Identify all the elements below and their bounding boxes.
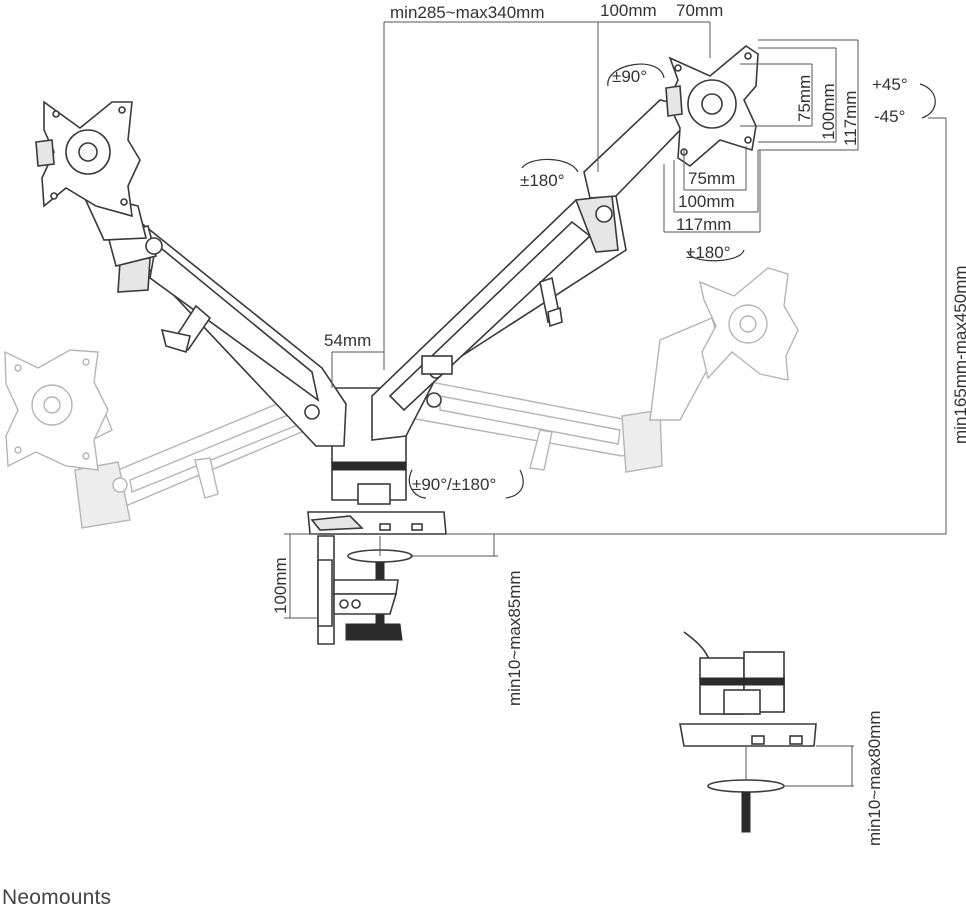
ghost-right-vesa-plate [699, 267, 799, 381]
vesa-117-vertical-label: 117mm [841, 91, 860, 146]
ghost-left-vesa-plate [4, 349, 109, 471]
arm-offset-100-label: 100mm [600, 1, 657, 20]
vesa-75-vertical-label: 75mm [795, 75, 814, 122]
rotation-arrows [408, 63, 936, 499]
tilt-down-label: -45° [874, 107, 905, 126]
clamp-height-label: 100mm [271, 557, 290, 614]
rotation-90-label: ±90° [612, 67, 647, 86]
dimension-lines [284, 21, 947, 787]
left-vesa-plate [35, 100, 141, 218]
height-range-label: min165mm-max450mm [951, 265, 966, 444]
vesa-100-vertical-label: 100mm [819, 83, 838, 140]
head-swivel-label: ±180° [686, 243, 731, 262]
base-rotation-label: ±90°/±180° [412, 475, 496, 494]
desk-clamp [307, 511, 447, 645]
vesa-117-horizontal-label: 117mm [676, 215, 731, 234]
grommet-mount-inset [679, 631, 817, 833]
arm-length-label: min285~max340mm [390, 3, 545, 22]
vesa-100-horizontal-label: 100mm [678, 192, 735, 211]
clamp-range-label: min10~max85mm [505, 570, 524, 706]
grommet-range-label: min10~max80mm [865, 710, 884, 846]
vesa-75-horizontal-label: 75mm [688, 169, 735, 188]
ghost-right-arm [409, 317, 721, 473]
right-arm [371, 99, 691, 441]
arm-offset-70-label: 70mm [676, 1, 723, 20]
left-arm [80, 190, 347, 447]
arm-swivel-label: ±180° [520, 171, 565, 190]
brand-logo-text: Neomounts [2, 886, 111, 907]
dimension-labels: min285~max340mm 100mm 70mm ±90° 75mm 100… [271, 1, 966, 846]
tilt-up-label: +45° [872, 75, 908, 94]
right-vesa-plate [665, 45, 759, 168]
pole-offset-label: 54mm [324, 331, 371, 350]
